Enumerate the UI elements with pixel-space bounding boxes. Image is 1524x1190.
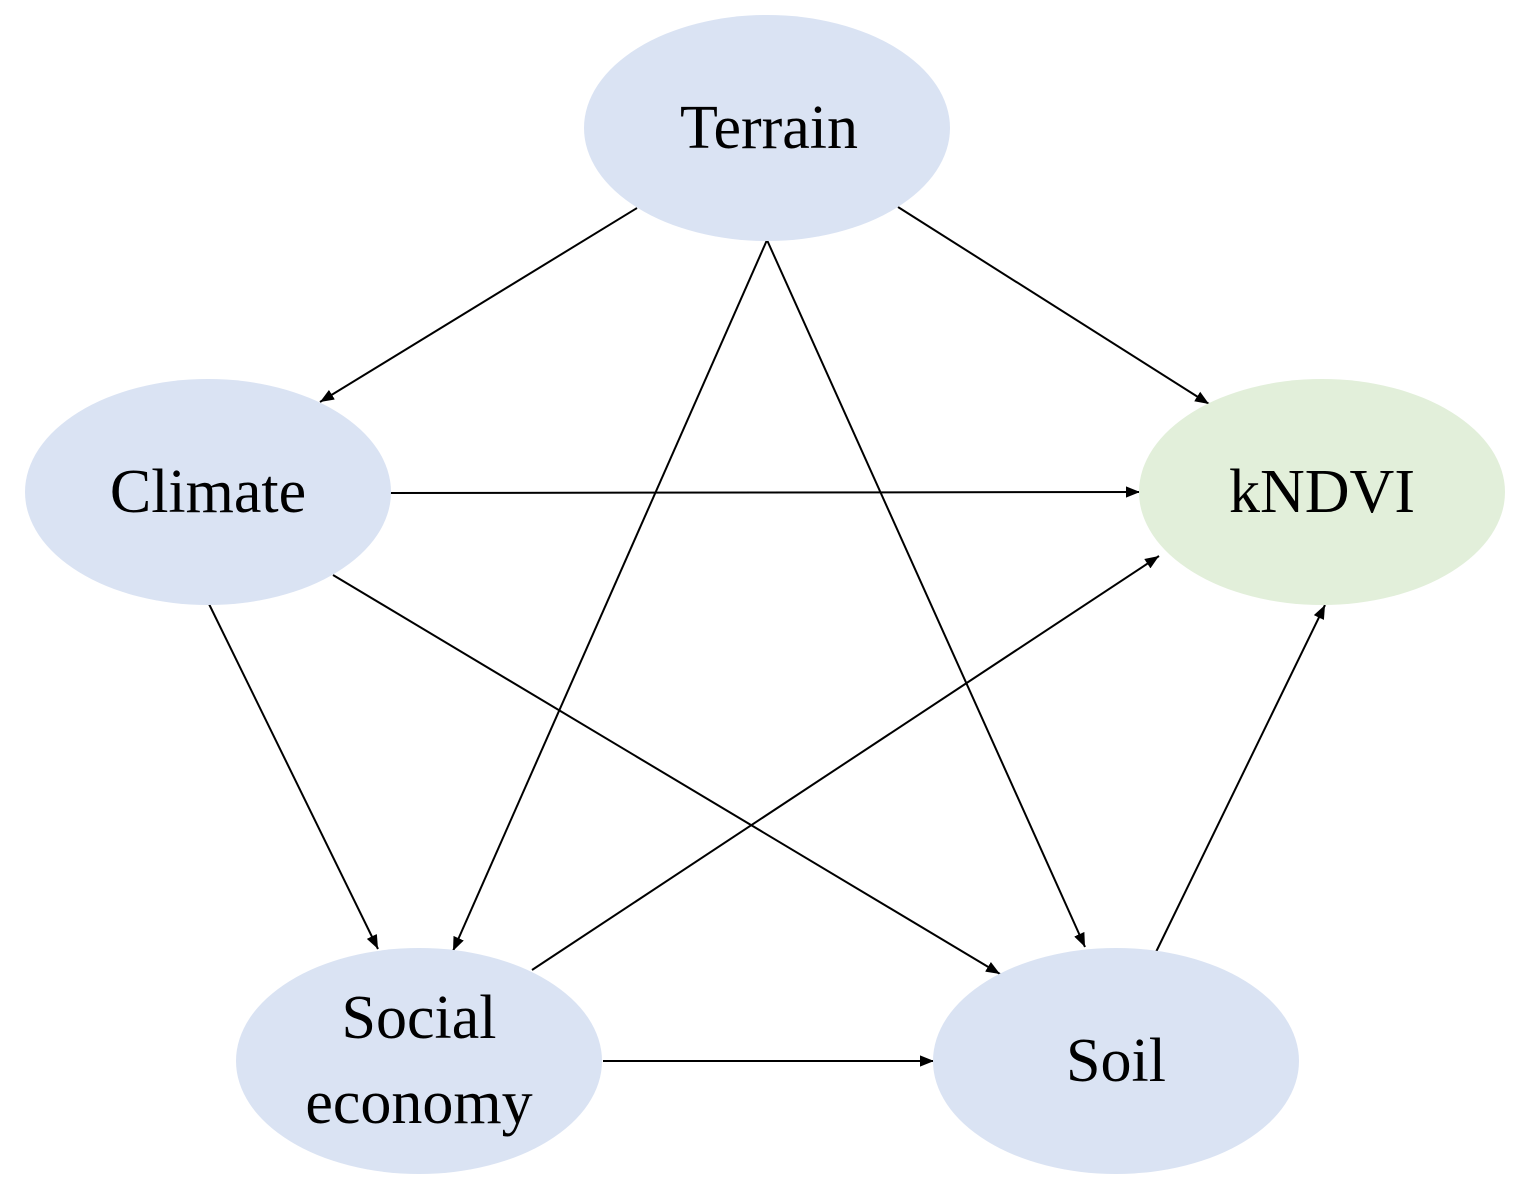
edges-layer — [208, 206, 1326, 1067]
node-social-economy-label-line1: Social — [342, 984, 497, 1052]
node-climate-shape — [25, 379, 391, 605]
edge-soil-kndvi — [1155, 604, 1326, 953]
edge-climate-kndvi — [389, 486, 1141, 498]
edge-terrain-climate — [319, 207, 638, 403]
node-social-economy-label-line2: economy — [305, 1069, 532, 1137]
node-climate: Climate — [25, 379, 391, 605]
node-social-economy: Social economy — [236, 948, 602, 1174]
node-kndvi-label: kNDVI — [1229, 458, 1415, 526]
node-kndvi: kNDVI — [1139, 379, 1505, 605]
node-terrain-shape — [584, 15, 950, 241]
node-terrain-label: Terrain — [680, 94, 858, 162]
edge-social-kndvi — [531, 555, 1160, 971]
node-terrain: Terrain — [584, 15, 950, 241]
node-soil: Soil — [933, 948, 1299, 1174]
edge-terrain-social — [452, 239, 768, 952]
node-soil-label: Soil — [1066, 1027, 1166, 1095]
edge-terrain-soil — [766, 239, 1086, 948]
node-kndvi-shape — [1139, 379, 1505, 605]
edge-climate-social — [208, 603, 379, 950]
edge-climate-soil — [332, 574, 1001, 975]
edge-terrain-kndvi — [897, 206, 1210, 405]
node-social-economy-shape — [236, 948, 602, 1174]
node-climate-label: Climate — [110, 458, 306, 526]
node-soil-shape — [933, 948, 1299, 1174]
